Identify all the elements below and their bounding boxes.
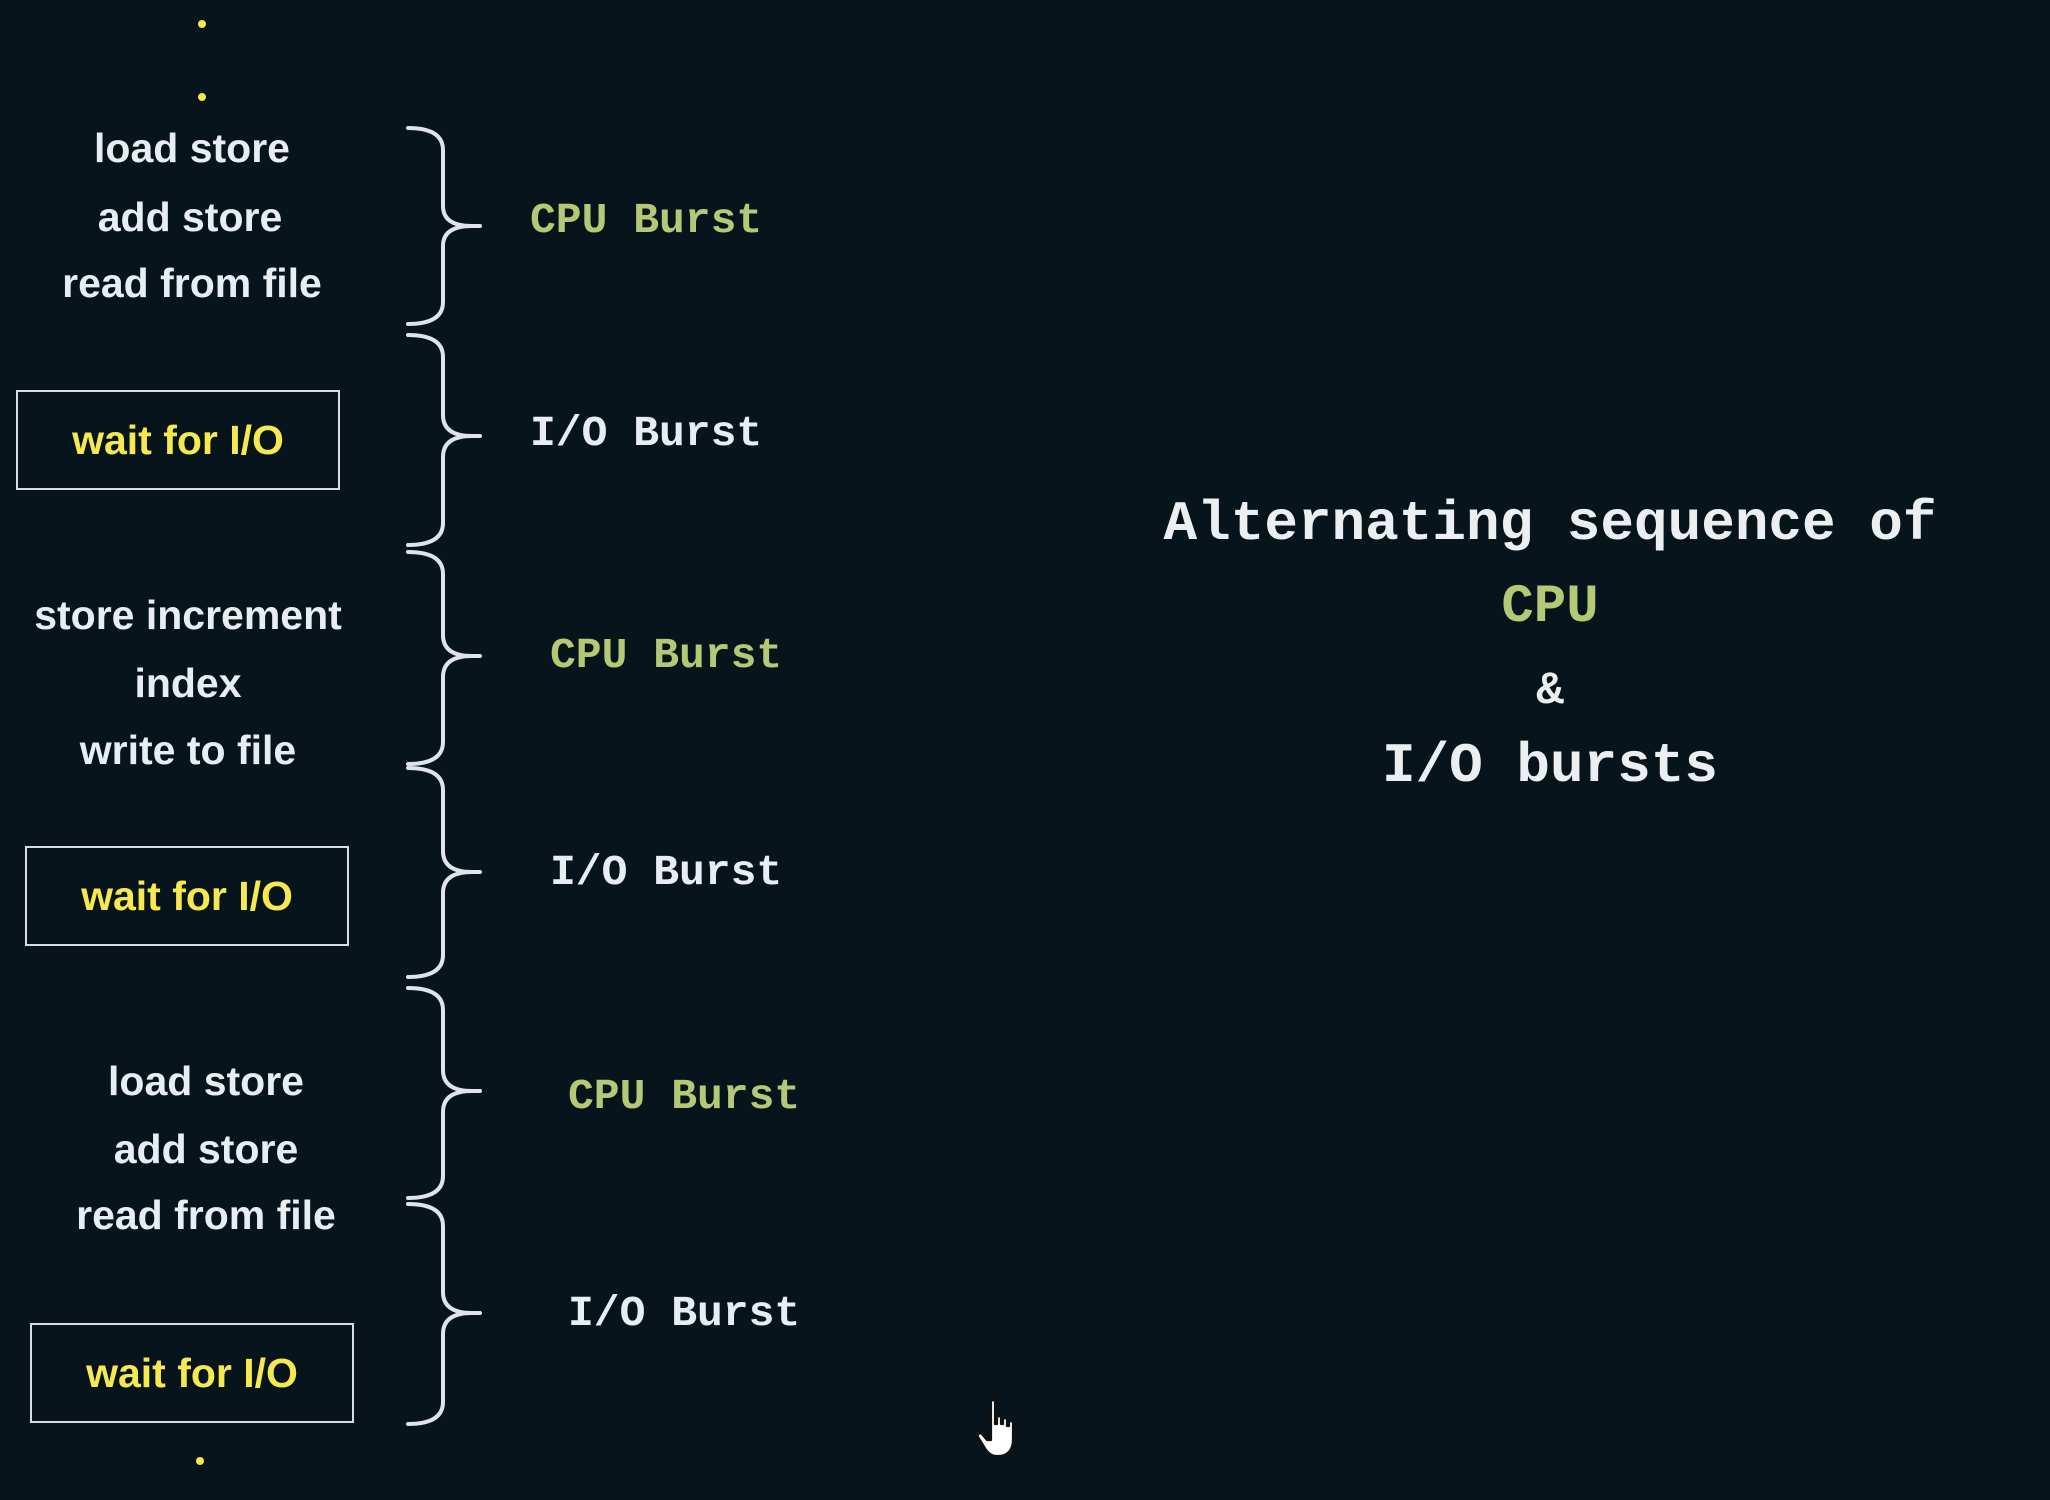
io-burst-label: I/O Burst <box>530 409 763 458</box>
curly-brace <box>406 550 482 766</box>
curly-brace <box>406 986 482 1200</box>
instruction-line: load store <box>108 1058 304 1104</box>
instruction-line: load store <box>94 125 290 171</box>
instruction-line: index <box>134 660 242 706</box>
instruction-line: store increment <box>34 592 342 638</box>
caption-line-1: Alternating sequence of <box>1163 492 1937 556</box>
caption-io-bursts: I/O bursts <box>1381 734 1719 798</box>
wait-for-io-box: wait for I/O <box>25 846 349 946</box>
instruction-line: read from file <box>62 260 322 306</box>
ellipsis-dot-top-1 <box>198 20 206 28</box>
wait-for-io-box: wait for I/O <box>30 1323 354 1423</box>
instruction-line: add store <box>97 194 283 240</box>
io-burst-label: I/O Burst <box>550 848 783 897</box>
curly-brace <box>406 126 482 326</box>
cpu-burst-label: CPU Burst <box>568 1072 801 1121</box>
io-burst-label: I/O Burst <box>568 1289 801 1338</box>
cpu-burst-label: CPU Burst <box>550 631 783 680</box>
instruction-line: write to file <box>79 727 297 773</box>
instruction-line: add store <box>113 1126 299 1172</box>
cpu-burst-label: CPU Burst <box>530 196 763 245</box>
ellipsis-dot-bottom <box>196 1457 204 1465</box>
curly-brace <box>406 766 482 979</box>
curly-brace <box>406 333 482 547</box>
wait-for-io-box: wait for I/O <box>16 390 340 490</box>
curly-brace <box>406 1202 482 1426</box>
ellipsis-dot-top-2 <box>198 93 206 101</box>
hand-pointer-icon <box>976 1399 1015 1458</box>
caption-cpu: CPU <box>1501 577 1599 638</box>
caption-ampersand: & <box>1536 665 1564 717</box>
instruction-line: read from file <box>76 1192 336 1238</box>
